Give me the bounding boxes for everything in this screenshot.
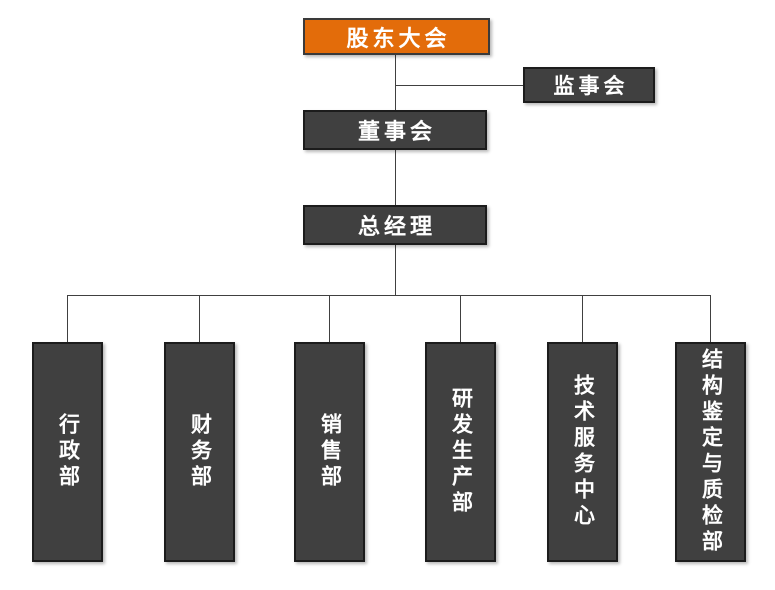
- connector-stub-quality: [710, 295, 711, 342]
- node-supervisory-board: 监事会: [523, 67, 655, 103]
- connector-shareholders-board: [395, 55, 396, 110]
- node-dept-sales: 销售部: [294, 342, 365, 562]
- node-dept-administration: 行政部: [32, 342, 103, 562]
- node-shareholders-meeting-label: 股东大会: [346, 25, 451, 51]
- node-dept-tech-service-center-label: 技术服务中心: [571, 374, 595, 530]
- connector-stub-finance: [199, 295, 200, 342]
- node-general-manager-label: 总经理: [357, 214, 436, 239]
- node-dept-sales-label: 销售部: [318, 413, 342, 491]
- connector-stub-rd-production: [460, 295, 461, 342]
- connector-stub-tech-service: [582, 295, 583, 342]
- connector-board-gm: [395, 150, 396, 205]
- node-dept-tech-service-center: 技术服务中心: [547, 342, 618, 562]
- connector-stub-administration: [67, 295, 68, 342]
- node-dept-structure-quality-inspection: 结构鉴定与质检部: [675, 342, 746, 562]
- connector-stub-sales: [329, 295, 330, 342]
- node-supervisory-board-label: 监事会: [553, 75, 629, 98]
- node-dept-structure-quality-inspection-label: 结构鉴定与质检部: [699, 348, 723, 556]
- node-dept-finance-label: 财务部: [188, 413, 212, 491]
- node-dept-administration-label: 行政部: [56, 413, 80, 491]
- node-board-of-directors-label: 董事会: [357, 119, 436, 144]
- node-dept-rd-production-label: 研发生产部: [449, 387, 473, 517]
- connector-shareholders-supervisory: [395, 85, 523, 86]
- connector-gm-bus: [395, 245, 396, 295]
- connector-departments-bus: [67, 295, 711, 296]
- node-dept-finance: 财务部: [164, 342, 235, 562]
- node-general-manager: 总经理: [303, 205, 487, 245]
- node-dept-rd-production: 研发生产部: [425, 342, 496, 562]
- node-shareholders-meeting: 股东大会: [303, 18, 490, 55]
- node-board-of-directors: 董事会: [303, 110, 487, 150]
